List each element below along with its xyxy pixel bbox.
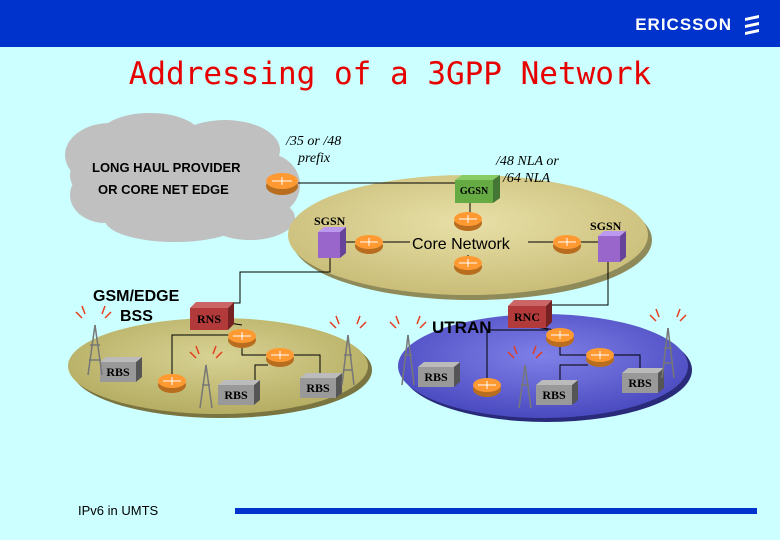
gsm-rbs-1 [100, 357, 142, 382]
provider-cloud [65, 113, 300, 242]
sgsn-left-label: SGSN [314, 214, 346, 228]
nla-48-label: /48 NLA or [496, 154, 559, 169]
router-utran-1-icon [546, 328, 574, 347]
cloud-label-line1: LONG HAUL PROVIDER [92, 160, 241, 175]
ggsn-label: GGSN [459, 186, 489, 197]
router-cloud-icon [266, 173, 298, 195]
router-core-bottom-icon [454, 256, 482, 275]
brand-name: ERICSSON [635, 15, 732, 34]
antenna-utran-left-icon [401, 334, 415, 386]
page-title: Addressing of a 3GPP Network [128, 56, 652, 92]
utran-ellipse [398, 314, 688, 418]
gsm-rbs-1-label: RBS [106, 364, 130, 379]
header-bar [0, 0, 780, 47]
utran-rbs-1-label: RBS [424, 369, 448, 384]
utran-rbs-2-label: RBS [542, 387, 566, 402]
sgsn-right-label: SGSN [590, 219, 622, 233]
antenna-gsm-mid-icon [199, 364, 213, 409]
utran-rbs-1 [418, 362, 460, 387]
antenna-utran-right-icon [661, 327, 675, 379]
antenna-signal-icons [75, 305, 687, 359]
footer-text: IPv6 in UMTS [78, 503, 159, 518]
rnc-label: RNC [514, 309, 540, 324]
prefix-word-label: prefix [298, 151, 331, 166]
ericsson-logo-icon [745, 15, 759, 35]
rns-node [190, 302, 234, 330]
utran-rbs-2 [536, 380, 578, 405]
router-utran-3-icon [473, 378, 501, 397]
antenna-towers [75, 305, 687, 409]
footer-line [235, 508, 757, 514]
router-utran-2-icon [586, 348, 614, 367]
utran-label: UTRAN [432, 318, 492, 337]
prefix-35-48-label: /35 or /48 [286, 134, 342, 149]
gsm-bss-ellipse [68, 318, 368, 414]
rns-label: RNS [196, 311, 221, 326]
router-gsm-1-icon [228, 329, 256, 348]
antenna-gsm-left-icon [87, 324, 103, 376]
gsm-rbs-3 [300, 373, 342, 398]
routers [158, 173, 614, 397]
nla-64-label: /64 NLA [503, 171, 551, 186]
gsm-rbs-2 [218, 380, 260, 405]
router-core-left-icon [355, 235, 383, 254]
gsm-label-line2: BSS [120, 308, 153, 325]
utran-rbs-3-label: RBS [628, 375, 652, 390]
rbs-boxes [100, 357, 664, 405]
router-core-top-icon [454, 212, 482, 231]
gsm-label-line1: GSM/EDGE [93, 288, 180, 305]
cloud-label-line2: OR CORE NET EDGE [98, 182, 229, 197]
router-gsm-3-icon [158, 374, 186, 393]
ggsn-node [455, 175, 500, 203]
gsm-rbs-3-label: RBS [306, 380, 330, 395]
rnc-node [508, 300, 552, 328]
core-network-ellipse [288, 175, 648, 295]
antenna-utran-mid-icon [518, 364, 532, 409]
sgsn-left-node [318, 227, 346, 258]
antenna-gsm-right-icon [341, 334, 355, 386]
router-gsm-2-icon [266, 348, 294, 367]
core-network-label: Core Network [412, 236, 510, 253]
gsm-rbs-2-label: RBS [224, 387, 248, 402]
sgsn-right-node [598, 231, 626, 262]
router-core-right-icon [553, 235, 581, 254]
